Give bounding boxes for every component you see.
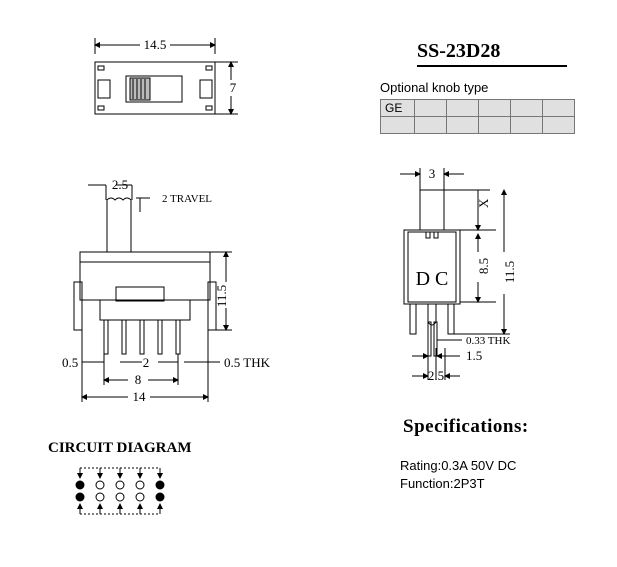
dim-pin-left: 0.5 — [62, 355, 78, 370]
dim-pin-thickness: 0.5 THK — [224, 355, 271, 370]
knob-cell — [380, 116, 415, 134]
circuit-diagram — [75, 467, 165, 515]
dim-end-8-5: 8.5 — [476, 258, 491, 274]
dim-tab-2-5: 2.5 — [428, 368, 444, 383]
table-row — [380, 116, 575, 134]
part-number-title: SS-23D28 — [417, 40, 567, 67]
dim-top-width: 14.5 — [144, 37, 167, 52]
dim-end-11-5: 11.5 — [502, 261, 517, 283]
knob-type-label: Optional knob type — [380, 80, 489, 95]
dim-pitch: 2.5 — [112, 177, 128, 192]
side-view — [73, 184, 232, 402]
function-spec: Function:2P3T — [400, 476, 485, 491]
specifications-heading: Specifications: — [403, 416, 529, 437]
rating-spec: Rating:0.3A 50V DC — [400, 458, 517, 473]
knob-cell — [446, 99, 479, 117]
dim-top-height: 7 — [230, 80, 237, 95]
dim-travel: 2 TRAVEL — [162, 193, 212, 205]
dim-span-8: 8 — [135, 372, 142, 387]
dim-tab-1-5: 1.5 — [466, 348, 482, 363]
dim-end-width: 3 — [429, 166, 436, 181]
dc-label: D C — [416, 268, 449, 290]
circuit-diagram-heading: CIRCUIT DIAGRAM — [48, 440, 192, 456]
dim-side-height: 11.5 — [214, 285, 229, 307]
dim-pin-spacing: 2 — [143, 355, 150, 370]
dim-tab-thickness: 0.33 THK — [466, 335, 510, 347]
knob-cell — [414, 116, 447, 134]
knob-type-table: GE — [380, 99, 575, 134]
knob-cell — [510, 116, 543, 134]
knob-cell: GE — [380, 99, 415, 117]
end-view — [400, 168, 510, 380]
knob-cell — [542, 116, 575, 134]
knob-cell — [542, 99, 575, 117]
dim-span-14: 14 — [133, 389, 147, 404]
dim-end-x: X — [476, 198, 491, 208]
top-view — [94, 38, 238, 115]
